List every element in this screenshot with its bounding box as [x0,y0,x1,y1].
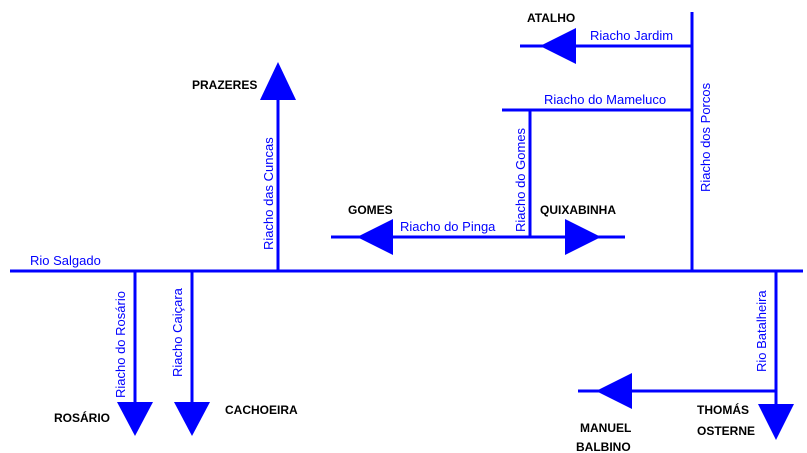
riacho-do-gomes-label: Riacho do Gomes [513,127,528,232]
arrow-left-gomes-icon [357,219,393,255]
place-rosario: ROSÁRIO [54,410,110,425]
arrow-up-prazeres-icon [260,62,296,100]
place-atalho: ATALHO [527,11,575,25]
place-manuel-line1: MANUEL [580,421,631,435]
place-cachoeira: CACHOEIRA [225,403,298,417]
riacho-jardim-label: Riacho Jardim [590,28,673,43]
riacho-do-pinga-label: Riacho do Pinga [400,219,496,234]
riacho-do-rosario-label: Riacho do Rosário [113,291,128,398]
riacho-das-cuncas-label: Riacho das Cuncas [261,137,276,250]
riacho-caicara-label: Riacho Caiçara [170,287,185,377]
place-gomes: GOMES [348,203,393,217]
rio-salgado-label: Rio Salgado [30,253,101,268]
rio-batalheira-label: Rio Batalheira [754,290,769,372]
arrow-down-rosario-icon [117,402,153,436]
place-thomas-line2: OSTERNE [697,424,755,438]
arrow-down-cachoeira-icon [174,402,210,436]
riacho-do-mameluco-label: Riacho do Mameluco [544,92,666,107]
arrow-left-atalho-icon [540,28,576,64]
arrow-down-thomas-icon [758,404,794,440]
place-manuel-line2: BALBINO [576,440,631,453]
place-thomas-line1: THOMÁS [697,402,749,417]
place-quixabinha: QUIXABINHA [540,203,616,217]
place-prazeres: PRAZERES [192,78,257,92]
arrow-left-manuel-icon [596,373,632,409]
arrow-right-quixabinha-icon [565,219,601,255]
riacho-dos-porcos-label: Riacho dos Porcos [698,82,713,192]
